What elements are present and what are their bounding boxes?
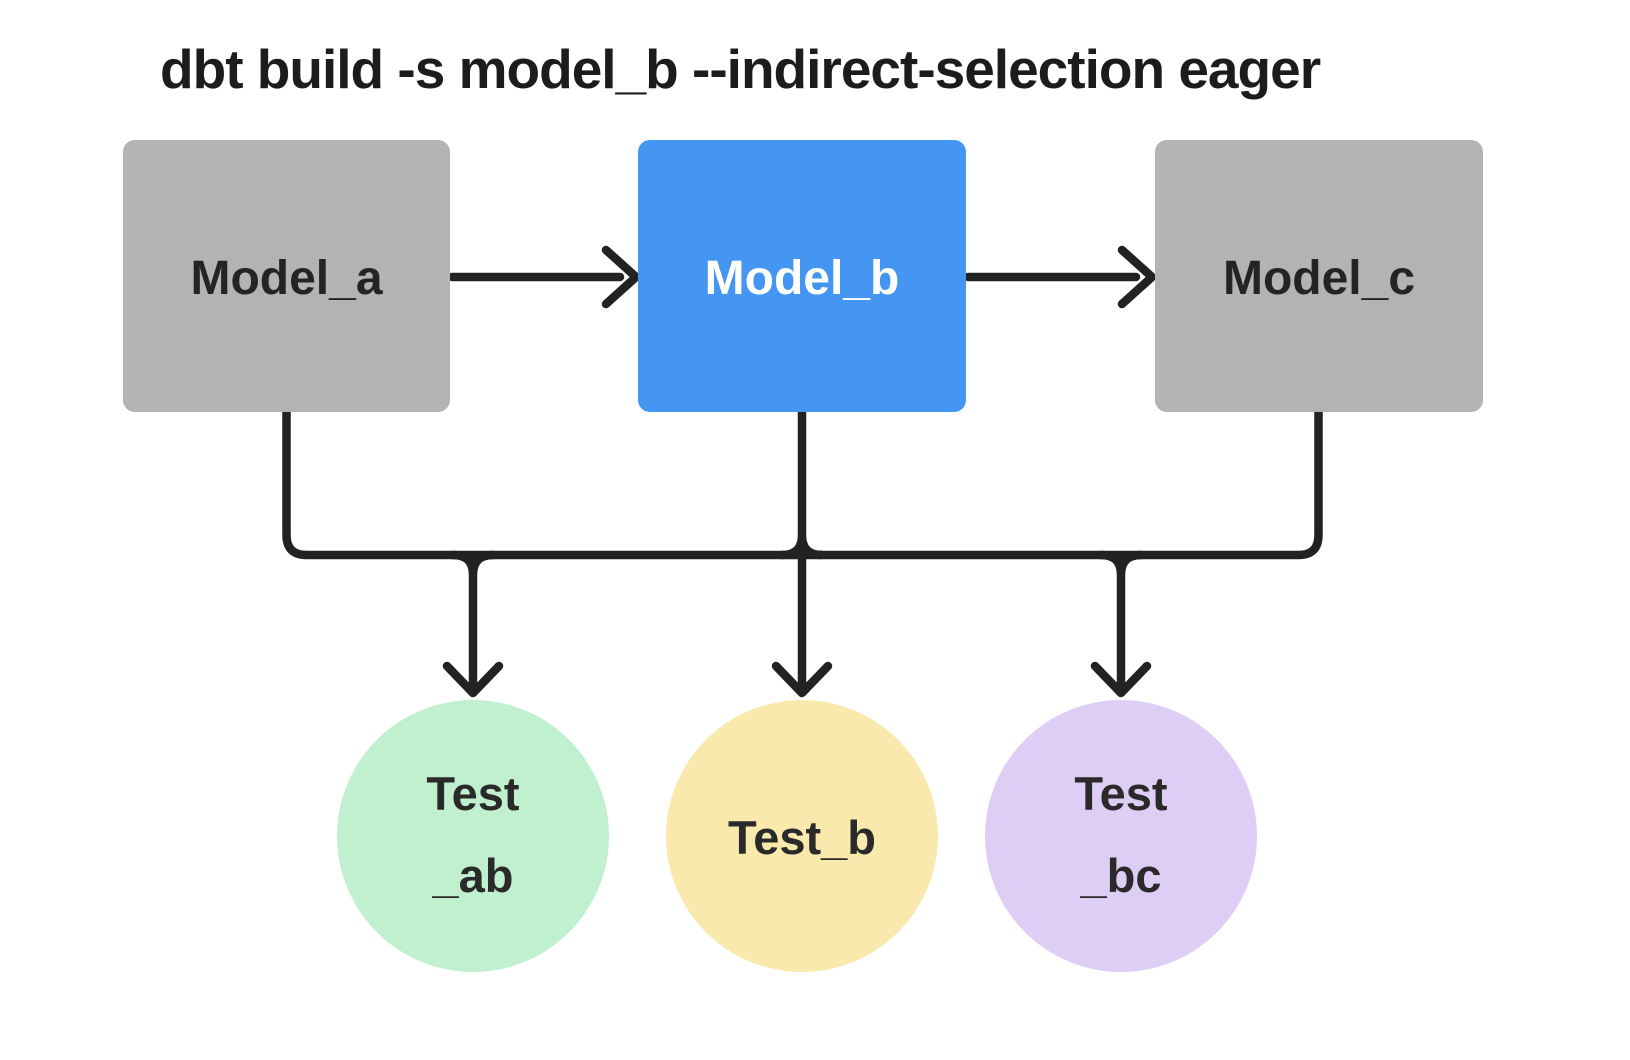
test-b-node [666, 700, 938, 972]
test-b-label: Test_b [728, 811, 876, 864]
test-ab-label-line2: _ab [432, 849, 514, 902]
model-a-label: Model_a [190, 252, 382, 305]
model-c-node [1155, 140, 1483, 412]
model-b-node-selected [638, 140, 966, 412]
model-c-label: Model_c [1223, 252, 1415, 305]
test-ab-label-line1: Test [426, 767, 519, 820]
model-a-node [123, 140, 450, 412]
test-bc-label-line1: Test [1074, 767, 1167, 820]
test-bc-node [985, 700, 1257, 972]
edge-drop-to-test-bc [1090, 550, 1152, 698]
edge-model-b-to-test-b [771, 407, 833, 698]
edge-model-a-to-model-b [447, 245, 641, 309]
edge-model-b-to-model-c [963, 245, 1157, 309]
edge-drop-to-test-ab [442, 550, 504, 698]
model-b-label: Model_b [705, 252, 900, 305]
diagram-title: dbt build -s model_b --indirect-selectio… [160, 38, 1321, 100]
test-ab-node [337, 700, 609, 972]
test-bc-label-line2: _bc [1080, 849, 1162, 902]
